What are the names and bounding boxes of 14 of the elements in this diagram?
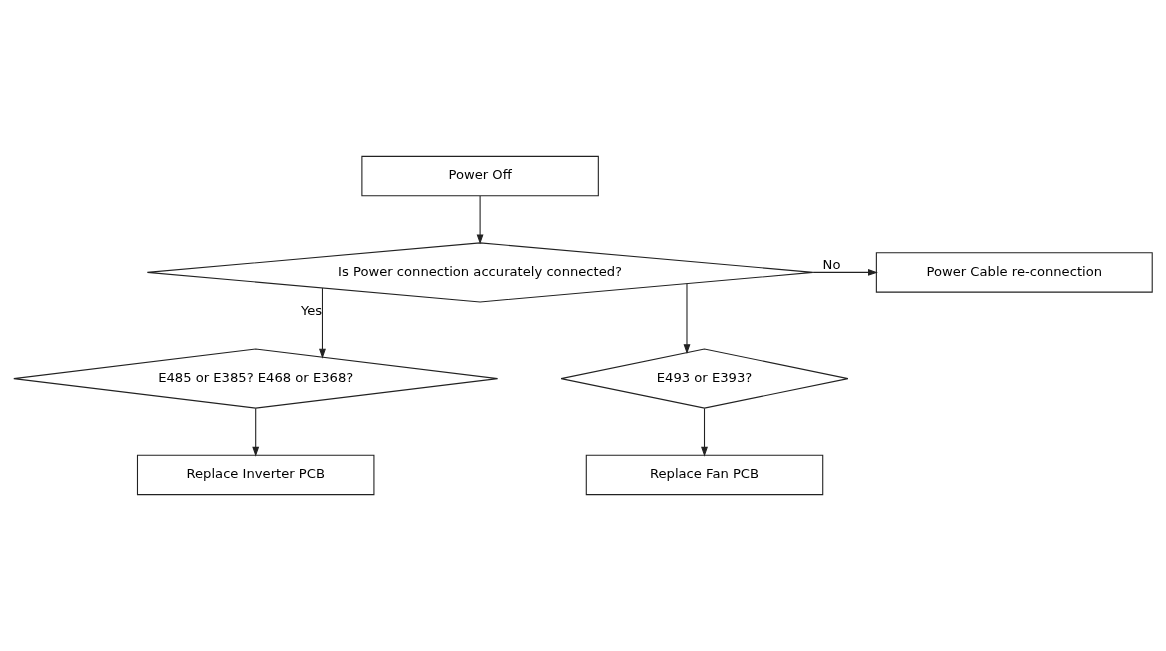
node-box: Replace Fan PCB bbox=[585, 454, 824, 496]
edge-label: Yes bbox=[300, 302, 323, 318]
arrow bbox=[812, 268, 878, 276]
node-box: Power Off bbox=[361, 155, 599, 197]
node-diamond: E493 or E393? bbox=[560, 348, 849, 409]
arrow bbox=[683, 283, 691, 355]
arrow bbox=[701, 408, 708, 457]
node-diamond: Is Power connection accurately connected? bbox=[146, 242, 814, 303]
node-box: Power Cable re-connection bbox=[875, 252, 1153, 293]
arrow bbox=[319, 287, 326, 359]
arrow bbox=[252, 408, 260, 457]
node-box: Replace Inverter PCB bbox=[136, 454, 375, 496]
arrow bbox=[476, 195, 484, 245]
edge-label: No bbox=[822, 256, 841, 272]
